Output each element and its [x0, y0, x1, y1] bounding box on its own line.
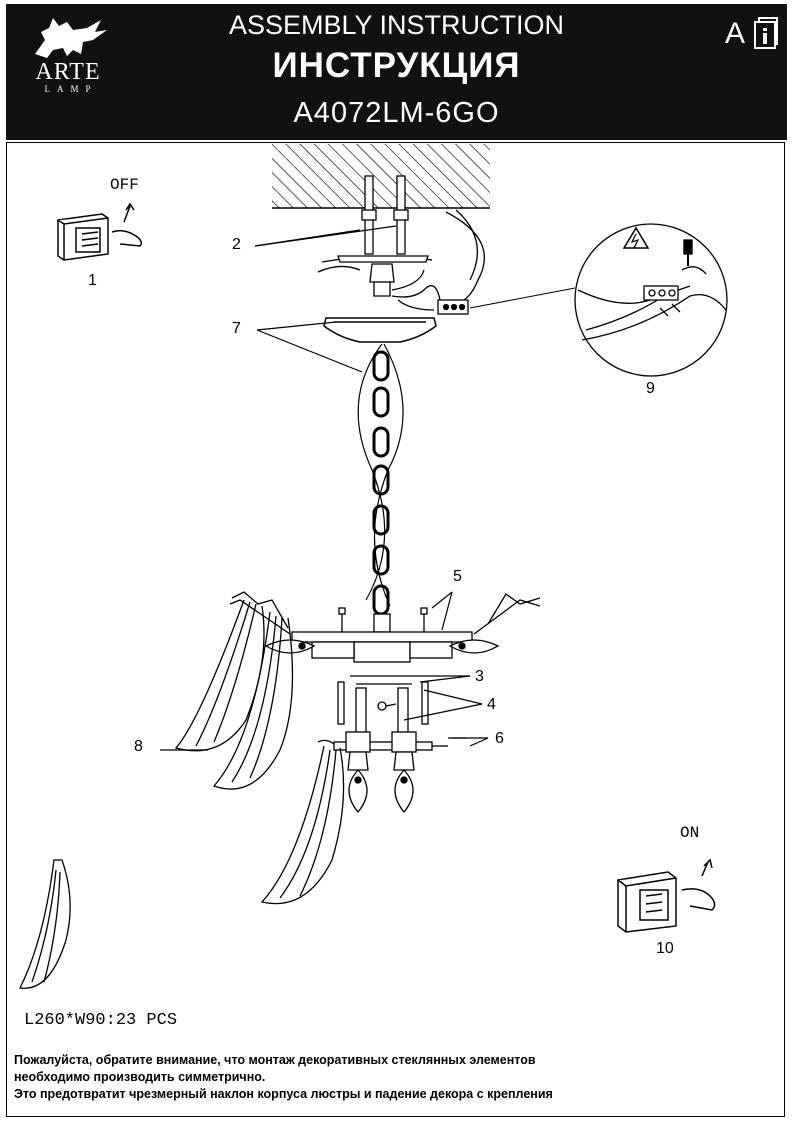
terminal-block [437, 299, 469, 315]
title-russian: ИНСТРУКЦИЯ [272, 46, 521, 85]
note-line-1: Пожалуйста, обратите внимание, что монта… [14, 1053, 536, 1067]
step-label-1: 1 [88, 272, 97, 289]
ceiling-screws [361, 175, 409, 255]
brand-name: ARTE [35, 59, 101, 85]
griffin-logo-icon [20, 10, 116, 64]
off-label: OFF [110, 176, 139, 194]
lower-arm [333, 731, 466, 814]
canopy [323, 317, 437, 343]
leader-lines [160, 225, 489, 751]
book-icon [753, 16, 779, 55]
content-frame [6, 142, 785, 1117]
language-letter: A [724, 17, 745, 50]
step-label-9: 9 [646, 380, 655, 397]
lamp-body [229, 591, 541, 663]
note-line-3: Это предотвратит чрезмерный наклон корпу… [14, 1087, 553, 1101]
header-banner: ARTE LAMP ASSEMBLY INSTRUCTION ИНСТРУКЦИ… [6, 4, 787, 140]
ceiling-hatch [272, 144, 490, 208]
step-label-5: 5 [453, 568, 462, 585]
step-label-4: 4 [487, 696, 496, 713]
brand-sub: LAMP [44, 84, 98, 94]
switch-off-icon [57, 202, 143, 261]
model-number: A4072LM-6GO [293, 97, 500, 129]
on-label: ON [680, 824, 700, 842]
switch-on-icon [617, 858, 716, 933]
parts-detail [337, 681, 429, 735]
brand-logo: ARTE LAMP [20, 10, 116, 106]
step-label-10: 10 [656, 940, 674, 957]
step-label-3: 3 [475, 668, 484, 685]
leaf-spec: L260*W90:23 PCS [24, 1011, 178, 1030]
step-label-7: 7 [232, 320, 241, 337]
assembly-note: Пожалуйста, обратите внимание, что монта… [14, 1052, 553, 1103]
step-label-2: 2 [232, 236, 241, 253]
note-line-2: необходимо производить симметрично. [14, 1070, 266, 1084]
step-label-8: 8 [134, 738, 143, 755]
step-label-6: 6 [495, 730, 504, 747]
glass-leaves [174, 599, 345, 905]
mounting-bracket [317, 209, 486, 311]
glass-leaf-sample [19, 859, 71, 989]
title-english: ASSEMBLY INSTRUCTION [228, 10, 565, 40]
wiring-detail-circle [574, 223, 728, 377]
